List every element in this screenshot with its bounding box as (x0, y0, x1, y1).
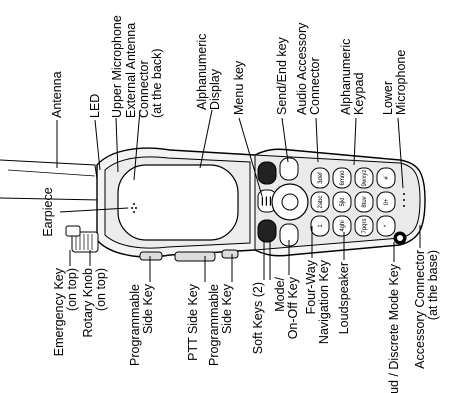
keypad-key-label: 3def (318, 172, 324, 184)
soft-key-top[interactable] (258, 162, 276, 184)
emergency-line-2: (on top) (65, 268, 79, 311)
label-emergency-key: Emergency Key (on top) (52, 267, 79, 356)
send-end-key-shape[interactable] (280, 158, 298, 180)
label-audio-accessory-connector: Audio Accessory Connector (295, 22, 322, 115)
phone-body: ☰ 12abc3def4ghi5jkl6mno7pqrs8tuv9wxyz*0+… (0, 148, 425, 261)
keypad-key-label: 9wxyz (362, 170, 368, 187)
prog2-line-2: Side Key (220, 283, 234, 334)
lower-mic-line-1: Lower (381, 81, 395, 115)
keypad-key-label: 8tuv (362, 196, 368, 207)
keypad-key[interactable]: 2abc (311, 192, 329, 212)
display-line-1: Alphanumeric (195, 34, 209, 110)
top-labels: Antenna LED Upper Microphone External An… (50, 15, 408, 118)
mode-line-2: On-Off Key (286, 276, 300, 339)
external-antenna-line-3: (at the back) (150, 49, 164, 118)
keypad-key[interactable]: 8tuv (355, 192, 373, 212)
nav-line-2: Navigation Key (317, 259, 331, 344)
label-ptt-side-key: PTT Side Key (186, 283, 200, 361)
label-send-end-key: Send/End key (275, 36, 289, 115)
label-menu-key: Menu key (232, 60, 246, 115)
label-mode-on-off-key: Mode/ On-Off Key (273, 276, 300, 339)
label-upper-microphone: Upper Microphone (110, 15, 124, 118)
programmable-side-key-2-shape[interactable] (222, 250, 238, 258)
keypad-key[interactable]: 9wxyz (355, 168, 373, 188)
label-programmable-side-key-2: Programmable Side Key (207, 283, 234, 366)
keypad-key[interactable]: 3def (311, 168, 329, 188)
keypad-key[interactable]: 4ghi (333, 216, 351, 236)
prog1-line-2: Side Key (141, 283, 155, 334)
ptt-side-key-shape[interactable] (175, 252, 215, 261)
label-alphanumeric-display: Alphanumeric Display (195, 34, 222, 110)
keypad-line-1: Alphanumeric (339, 39, 353, 115)
label-loud-discrete-mode-key: Loud / Discrete Mode Key (387, 263, 401, 393)
keypad-key-label: 4ghi (340, 220, 346, 231)
keypad-key[interactable]: * (377, 216, 395, 236)
bottom-labels: Emergency Key (on top) Rotary Knob (on t… (52, 250, 440, 393)
prog1-line-1: Programmable (128, 284, 142, 366)
label-loudspeaker: Loudspeaker (337, 262, 351, 334)
keypad-key[interactable]: 5jkl (333, 192, 351, 212)
display-line-2: Display (208, 68, 222, 110)
mode-line-1: Mode/ (273, 276, 287, 311)
soft-key-bottom[interactable] (258, 220, 276, 242)
keypad-key[interactable]: 6mno (333, 168, 351, 188)
label-earpiece: Earpiece (41, 187, 55, 236)
keypad-key-label: 5jkl (340, 197, 346, 206)
label-rotary-knob: Rotary Knob (on top) (81, 268, 108, 338)
rotary-line-1: Rotary Knob (81, 268, 95, 338)
accessory-line-2: (at the base) (426, 250, 440, 320)
prog2-line-1: Programmable (207, 284, 221, 366)
keypad-key[interactable]: 0+ (377, 192, 395, 212)
label-programmable-side-key-1: Programmable Side Key (128, 283, 155, 366)
keypad-key-label: 6mno (340, 170, 346, 186)
external-antenna-line-2: Connector (137, 60, 151, 118)
label-alphanumeric-keypad: Alphanumeric Keypad (339, 39, 366, 115)
label-antenna: Antenna (50, 71, 64, 118)
audio-line-2: Connector (308, 57, 322, 115)
external-antenna-line-1: External Antenna (124, 23, 138, 118)
label-soft-keys: Soft Keys (2) (251, 282, 265, 354)
label-accessory-connector: Accessory Connector (at the base) (413, 250, 440, 369)
label-four-way-navigation-key: Four-Way Navigation Key (304, 259, 331, 344)
keypad-key[interactable]: 7pqrs (355, 216, 373, 236)
label-led: LED (88, 94, 102, 118)
nav-line-1: Four-Way (304, 259, 318, 314)
label-external-antenna-connector: External Antenna Connector (at the back) (124, 23, 164, 118)
keypad-key-label: 0+ (384, 198, 390, 205)
keypad-key-label: 7pqrs (362, 218, 368, 233)
keypad-key[interactable]: 1 (311, 216, 329, 236)
emergency-key[interactable] (66, 226, 80, 236)
label-lower-microphone: Lower Microphone (381, 50, 408, 115)
rotary-line-2: (on top) (94, 268, 108, 311)
display-screen (118, 165, 238, 240)
emergency-line-1: Emergency Key (52, 267, 66, 356)
programmable-side-key-1-shape[interactable] (140, 252, 162, 260)
keypad-key-label: 2abc (318, 195, 324, 208)
accessory-line-1: Accessory Connector (413, 250, 427, 369)
keypad-line-2: Keypad (352, 73, 366, 115)
audio-line-1: Audio Accessory (295, 22, 309, 115)
keypad-key[interactable]: # (377, 168, 395, 188)
lower-mic-line-2: Microphone (394, 50, 408, 115)
